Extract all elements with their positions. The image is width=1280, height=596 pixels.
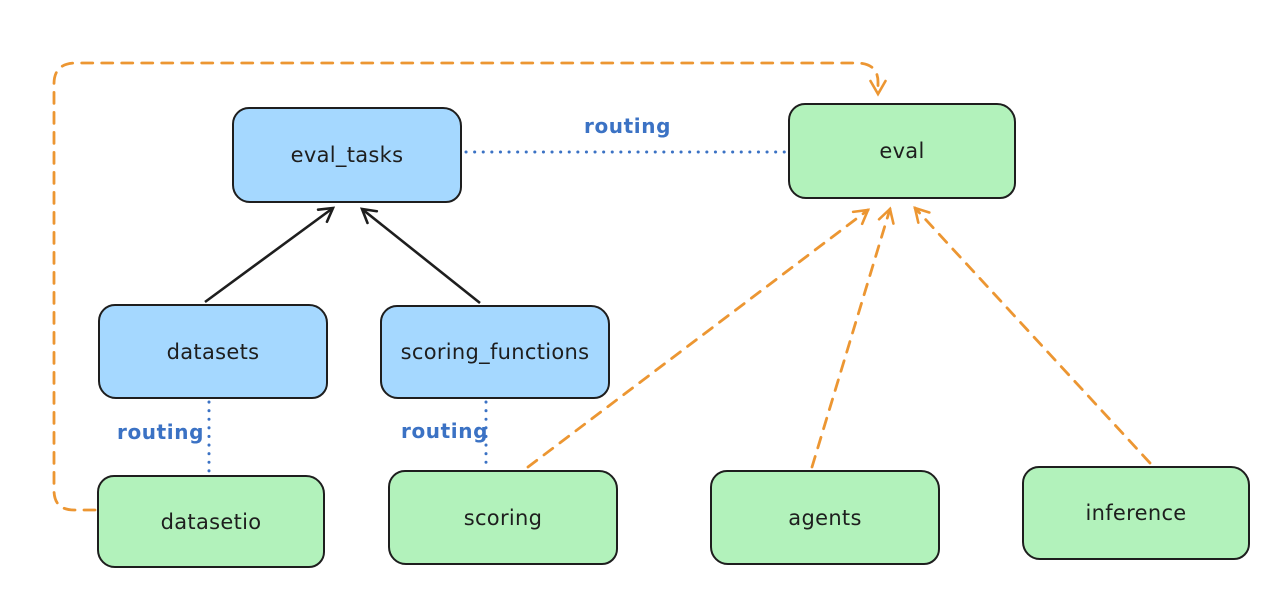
node-datasetio-label: datasetio [160, 509, 262, 534]
node-eval-label: eval [879, 139, 925, 163]
edge-agents-to-eval [810, 206, 895, 469]
edge-datasets-to-eval-tasks [204, 206, 336, 304]
node-inference: inference [1022, 466, 1250, 560]
edge-scoring-functions-to-eval-tasks [359, 207, 481, 305]
node-agents-label: agents [788, 505, 862, 530]
node-inference-label: inference [1085, 501, 1187, 525]
routing-label-datasets-datasetio: routing [117, 420, 205, 444]
routing-label-scoring-functions-scoring: routing [401, 419, 489, 443]
node-scoring-functions-label: scoring_functions [400, 340, 590, 364]
edge-inference-to-eval [913, 206, 1152, 465]
routing-label-eval-tasks-eval: routing [584, 114, 672, 138]
node-datasets-label: datasets [166, 339, 260, 364]
node-eval-tasks: eval_tasks [232, 107, 462, 203]
node-datasetio: datasetio [97, 475, 325, 568]
node-scoring: scoring [388, 470, 618, 565]
node-agents: agents [710, 470, 940, 565]
node-datasets: datasets [98, 304, 328, 399]
node-scoring-functions: scoring_functions [380, 305, 610, 399]
node-scoring-label: scoring [463, 505, 543, 530]
node-eval-tasks-label: eval_tasks [290, 143, 404, 167]
node-eval: eval [788, 103, 1016, 199]
